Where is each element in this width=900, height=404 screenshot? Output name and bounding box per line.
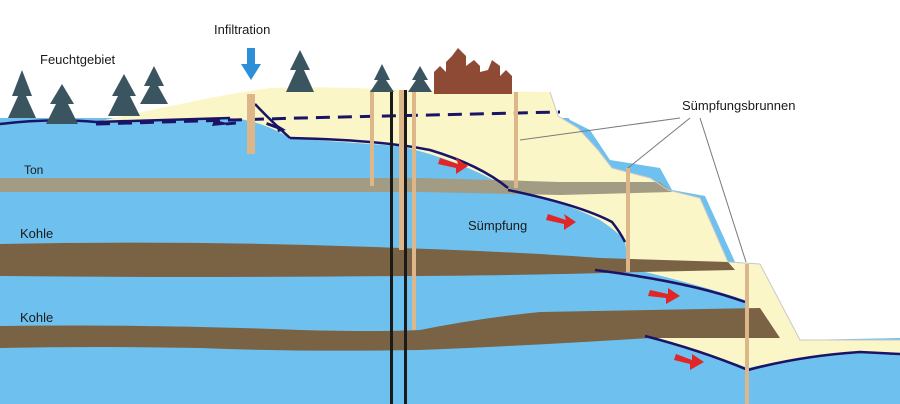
- wetland-label: Feuchtgebiet: [40, 52, 116, 67]
- pit-terrace-outline: [549, 91, 900, 341]
- deep-well-2: [399, 90, 404, 250]
- water-table-drawdown-3: [594, 268, 746, 304]
- drainage-well-2: [626, 168, 630, 272]
- water-table-drawdown-2: [507, 188, 627, 243]
- deep-well-3: [404, 90, 407, 404]
- coal-seam-lower: [0, 308, 780, 351]
- infiltration-flow-icons: [212, 120, 286, 132]
- well-label-leaders: [519, 117, 747, 263]
- drainage-well-1: [514, 92, 518, 188]
- observation-well-1: [370, 90, 374, 186]
- drainage-label: Sümpfung: [468, 218, 527, 233]
- water-table-dashed: [95, 110, 561, 126]
- building-silhouette-icon: [434, 48, 512, 94]
- infiltration-mound: [254, 103, 291, 139]
- infiltration-well: [247, 94, 255, 154]
- infiltration-label: Infiltration: [214, 22, 270, 37]
- flow-arrow-icon: [438, 158, 704, 370]
- deep-well-4: [412, 90, 416, 330]
- coal-seam-upper: [0, 242, 735, 277]
- coal-upper-label: Kohle: [20, 226, 53, 241]
- tree-icon: [8, 50, 432, 124]
- deep-well-1: [390, 90, 393, 404]
- clay-label: Ton: [24, 163, 43, 177]
- coal-lower-label: Kohle: [20, 310, 53, 325]
- drainage-wells-label: Sümpfungsbrunnen: [682, 98, 795, 113]
- pit-air: [550, 90, 900, 340]
- drainage-well-3: [745, 264, 749, 404]
- clay-layer: [0, 178, 672, 195]
- infiltration-arrow-icon: [241, 48, 261, 80]
